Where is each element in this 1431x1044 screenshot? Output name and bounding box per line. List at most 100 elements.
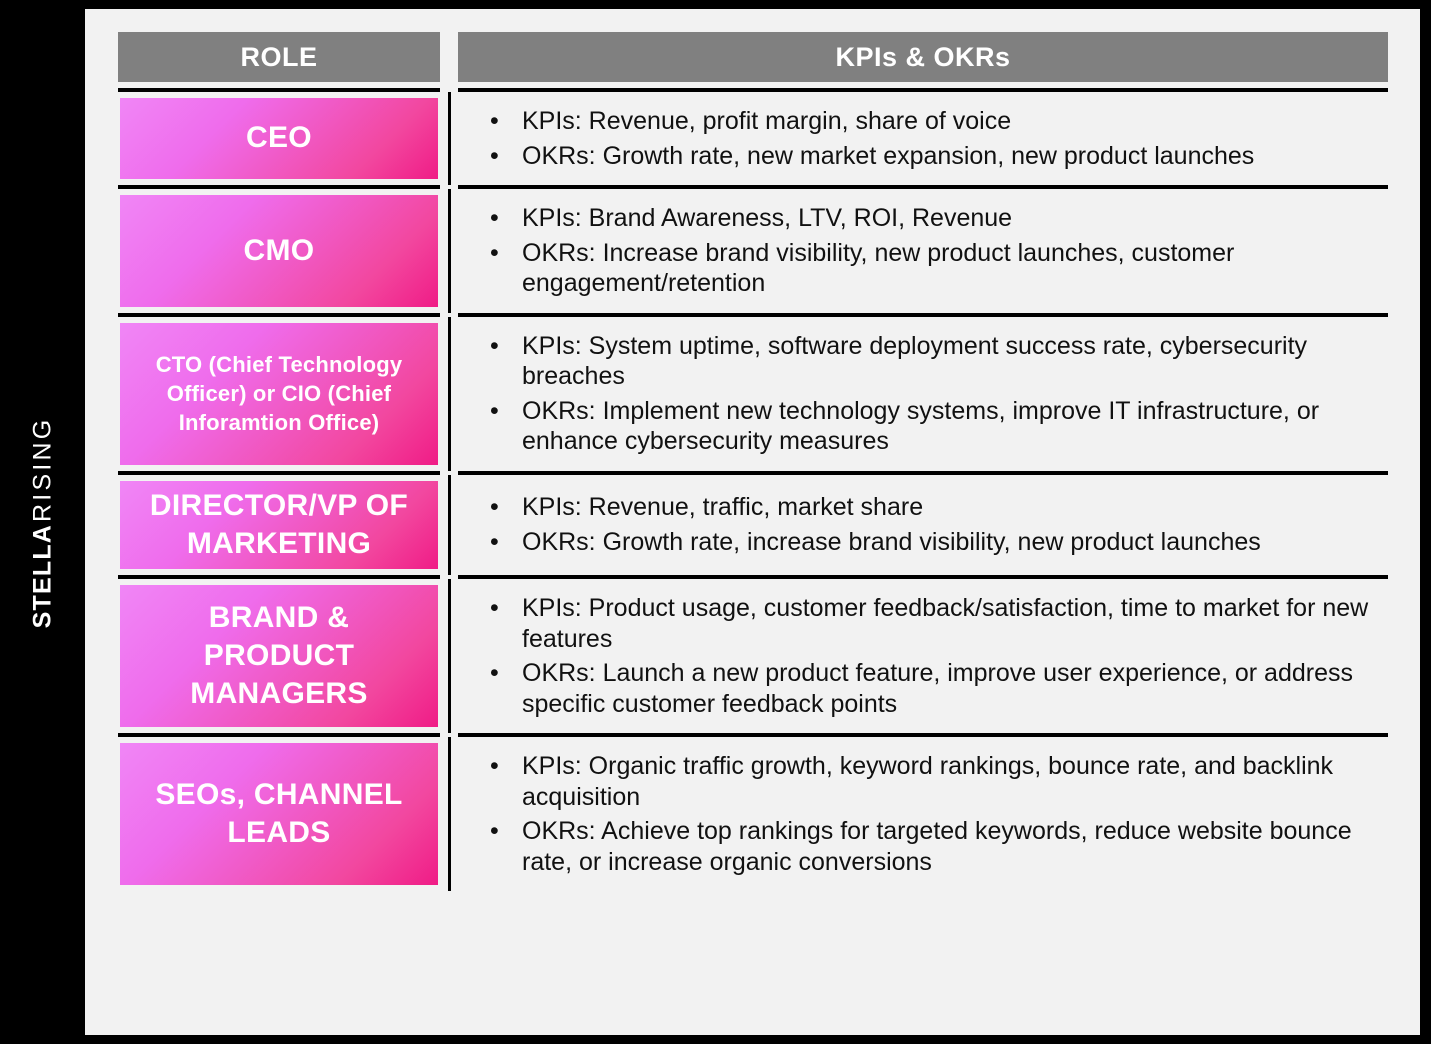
header-cell-role: ROLE xyxy=(118,32,440,82)
column-separator xyxy=(440,474,458,576)
row-divider xyxy=(118,312,1388,317)
kpi-text: KPIs: System uptime, software deployment… xyxy=(522,331,1308,391)
bullet-icon: • xyxy=(490,396,499,425)
row-divider-left xyxy=(118,733,440,738)
column-separator xyxy=(440,189,458,313)
bullet-icon: • xyxy=(490,204,499,232)
kpi-text: OKRs: Growth rate, new market expansion,… xyxy=(522,141,1255,170)
kpi-list-item: • OKRs: Achieve top rankings for targeted… xyxy=(480,816,1370,877)
table-header-row: ROLE KPIs & OKRs xyxy=(118,32,1388,82)
column-separator xyxy=(440,316,458,471)
role-cell: SEOs, CHANNEL LEADS xyxy=(118,737,440,891)
kpi-text: OKRs: Growth rate, increase brand visibi… xyxy=(522,527,1261,556)
brand-rail: STELLA RISING xyxy=(0,0,85,1044)
header-spacer xyxy=(440,32,458,82)
kpi-list-item: • KPIs: Organic traffic growth, keyword r… xyxy=(480,751,1370,812)
table-row: SEOs, CHANNEL LEADS • KPIs: Organic traffi… xyxy=(118,737,1388,892)
role-chip: BRAND & PRODUCT MANAGERS xyxy=(120,585,438,728)
role-chip: CMO xyxy=(120,195,438,307)
kpi-list-item: • KPIs: Brand Awareness, LTV, ROI, Revenu… xyxy=(480,203,1370,234)
role-cell: DIRECTOR/VP OF MARKETING xyxy=(118,475,440,576)
row-divider-right xyxy=(458,575,1388,580)
bullet-icon: • xyxy=(490,817,499,846)
column-separator-line xyxy=(447,579,451,734)
kpi-list-item: • KPIs: System uptime, software deploymen… xyxy=(480,331,1370,392)
row-divider-left xyxy=(118,88,440,92)
row-divider xyxy=(118,88,1388,92)
kpi-text: OKRs: Increase brand visibility, new pro… xyxy=(522,238,1235,298)
brand-name-light: RISING xyxy=(28,416,56,522)
kpi-list-item: • OKRs: Implement new technology systems,… xyxy=(480,396,1370,457)
table-row: CMO • KPIs: Brand Awareness, LTV, ROI, Rev… xyxy=(118,189,1388,313)
kpi-list-item: • KPIs: Revenue, profit margin, share of … xyxy=(480,106,1370,137)
kpi-list-item: •OKRs: Increase brand visibility, new pr… xyxy=(480,238,1370,299)
column-separator-line xyxy=(447,737,451,892)
kpi-text: KPIs: Brand Awareness, LTV, ROI, Revenue xyxy=(522,204,1013,232)
kpi-list: • KPIs: System uptime, software deploymen… xyxy=(480,331,1370,457)
role-kpi-table: ROLE KPIs & OKRs CEO • KPIs: Revenue, prof… xyxy=(118,32,1388,892)
kpi-list-item: • KPIs: Product usage, customer feedback/… xyxy=(480,593,1370,654)
kpi-list: • KPIs: Organic traffic growth, keyword r… xyxy=(480,751,1370,877)
bullet-icon: • xyxy=(490,141,499,170)
brand-name-bold: STELLA xyxy=(28,523,56,628)
kpi-list-item: • OKRs: Growth rate, increase brand visib… xyxy=(480,527,1370,558)
row-divider-right xyxy=(458,312,1388,317)
bullet-icon: • xyxy=(490,493,499,522)
table-row: BRAND & PRODUCT MANAGERS • KPIs: Product u… xyxy=(118,579,1388,734)
kpi-cell: • KPIs: Brand Awareness, LTV, ROI, Revenu… xyxy=(458,189,1388,313)
kpi-list-item: • OKRs: Growth rate, new market expansion… xyxy=(480,141,1370,172)
role-cell: CTO (Chief Technology Officer) or CIO (C… xyxy=(118,317,440,471)
column-separator-line xyxy=(447,92,451,185)
column-separator-line xyxy=(447,474,451,576)
kpi-text: KPIs: Organic traffic growth, keyword ra… xyxy=(522,752,1334,811)
column-separator xyxy=(440,92,458,185)
bullet-icon: • xyxy=(490,659,499,688)
kpi-list: • KPIs: Product usage, customer feedback/… xyxy=(480,593,1370,719)
role-chip: CEO xyxy=(120,98,438,179)
bullet-icon: • xyxy=(490,331,499,360)
bullet-icon: • xyxy=(490,752,499,781)
row-divider xyxy=(118,470,1388,475)
header-label-role: ROLE xyxy=(240,41,318,72)
bullet-icon: • xyxy=(490,594,499,623)
bullet-icon: • xyxy=(490,107,499,135)
row-divider-right xyxy=(458,733,1388,738)
kpi-cell: • KPIs: Revenue, traffic, market share • OK… xyxy=(458,475,1388,576)
kpi-list: • KPIs: Brand Awareness, LTV, ROI, Revenu… xyxy=(480,203,1370,299)
stella-rising-logo: STELLA RISING xyxy=(28,416,56,628)
kpi-list: • KPIs: Revenue, traffic, market share • OK… xyxy=(480,492,1370,557)
column-separator xyxy=(440,579,458,734)
role-chip: DIRECTOR/VP OF MARKETING xyxy=(120,480,438,570)
kpi-cell: • KPIs: System uptime, software deploymen… xyxy=(458,317,1388,471)
kpi-cell: • KPIs: Organic traffic growth, keyword r… xyxy=(458,737,1388,891)
row-divider xyxy=(118,733,1388,738)
table-row: DIRECTOR/VP OF MARKETING • KPIs: Revenue, … xyxy=(118,474,1388,576)
header-cell-kpis: KPIs & OKRs xyxy=(458,32,1388,82)
kpi-text: KPIs: Product usage, customer feedback/s… xyxy=(522,594,1369,653)
kpi-list-item: • OKRs: Launch a new product feature, imp… xyxy=(480,658,1370,719)
kpi-text: OKRs: Implement new technology systems, … xyxy=(522,396,1320,456)
row-divider-left xyxy=(118,185,440,189)
row-divider xyxy=(118,575,1388,580)
row-divider-right xyxy=(458,470,1388,475)
kpi-text: OKRs: Launch a new product feature, impr… xyxy=(522,659,1353,718)
role-chip: SEOs, CHANNEL LEADS xyxy=(120,743,438,886)
column-separator xyxy=(440,737,458,892)
row-divider xyxy=(118,185,1388,189)
table-row: CEO • KPIs: Revenue, profit margin, share … xyxy=(118,92,1388,185)
role-cell: CEO xyxy=(118,92,440,185)
header-label-kpis: KPIs & OKRs xyxy=(835,41,1011,72)
role-cell: BRAND & PRODUCT MANAGERS xyxy=(118,579,440,733)
kpi-list: • KPIs: Revenue, profit margin, share of … xyxy=(480,106,1370,171)
column-separator-line xyxy=(447,316,451,471)
kpi-text: KPIs: Revenue, profit margin, share of v… xyxy=(522,107,1012,135)
role-cell: CMO xyxy=(118,189,440,313)
kpi-text: KPIs: Revenue, traffic, market share xyxy=(522,493,924,522)
kpi-text: OKRs: Achieve top rankings for targeted … xyxy=(522,817,1352,876)
row-divider-left xyxy=(118,470,440,475)
row-divider-right xyxy=(458,185,1388,189)
bullet-icon: • xyxy=(490,527,499,556)
kpi-cell: • KPIs: Revenue, profit margin, share of … xyxy=(458,92,1388,185)
kpi-cell: • KPIs: Product usage, customer feedback/… xyxy=(458,579,1388,733)
